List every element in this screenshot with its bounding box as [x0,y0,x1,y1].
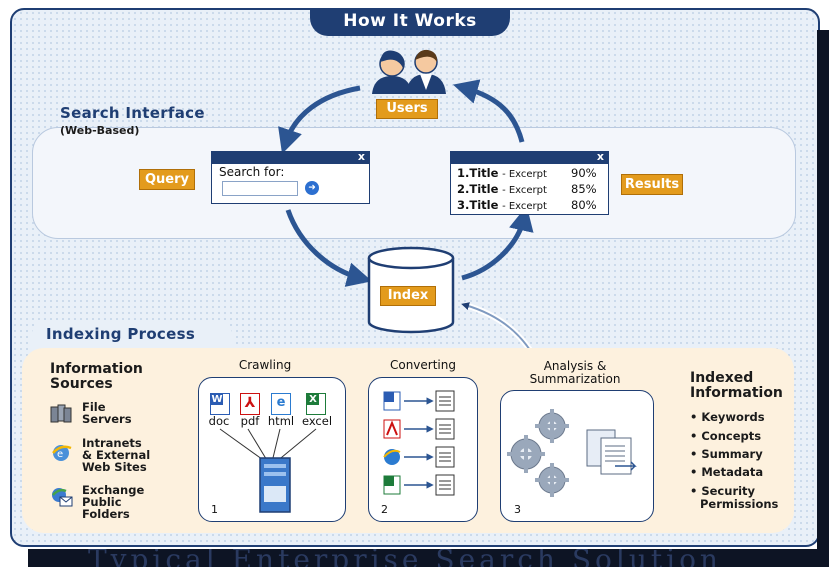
indexing-title: Indexing Process [46,325,196,343]
file-type-excel: excel [301,414,333,428]
step-analysis-number: 3 [514,503,521,516]
frame-shadow [817,30,829,550]
results-list: 1.Title - Excerpt 90% 2.Title - Excerpt … [457,166,597,214]
pdf-file-icon: ⅄ [240,393,260,415]
footer-bar: Typical Enterprise Search Solution [28,549,829,567]
arrow-query-to-index [285,209,373,287]
step-converting-label: Converting [389,358,456,372]
exchange-icon [52,488,73,507]
step-analysis-label: Analysis &Summarization [529,359,621,386]
result-row[interactable]: 2.Title - Excerpt 85% [457,182,597,196]
file-type-pdf: pdf [240,414,260,428]
indexing-title-tab [32,322,232,350]
results-window-close-icon[interactable]: x [596,150,604,163]
result-row[interactable]: 1.Title - Excerpt 90% [457,166,597,180]
summary-document-icon [586,429,637,475]
users-icon [372,49,446,94]
output-permissions: Permissions [700,497,779,511]
arrow-users-to-query [278,85,361,154]
file-server-icon [50,404,72,423]
excel-file-icon: X [306,393,326,415]
crawler-server-icon [259,457,291,513]
file-type-html: html [267,414,295,428]
results-label: Results [621,174,683,195]
results-window: x 1.Title - Excerpt 90% 2.Title - Excerp… [450,150,609,215]
search-interface-subtitle: (Web-Based) [60,124,140,137]
conversion-rows [383,390,455,496]
step-crawling-label: Crawling [238,358,292,372]
arrow-results-to-users [452,79,525,143]
arrow-index-to-results [461,205,534,281]
step-converting-number: 2 [381,503,388,516]
word-file-icon: W [210,393,230,415]
search-interface-title: Search Interface [60,104,205,122]
search-input[interactable] [222,181,298,196]
output-summary: • Summary [690,447,763,461]
output-keywords: • Keywords [690,410,765,424]
file-type-doc: doc [208,414,230,428]
query-label: Query [139,169,195,190]
step-crawling-number: 1 [211,503,218,516]
search-for-label: Search for: [219,165,285,179]
users-label: Users [376,99,438,119]
footer-text: Typical Enterprise Search Solution [88,549,722,567]
diagram-title: How It Works [310,8,510,36]
search-window: x Search for: ➜ [211,150,370,204]
output-metadata: • Metadata [690,465,764,479]
crawl-lines [219,428,317,463]
html-file-icon: e [271,393,291,415]
output-security: • Security [690,484,756,498]
intranet-icon: e [52,445,72,461]
gears-icon [507,409,569,497]
search-go-icon[interactable]: ➜ [305,181,319,195]
index-label: Index [380,286,436,306]
svg-text:e: e [57,449,63,460]
result-row[interactable]: 3.Title - Excerpt 80% [457,198,597,212]
output-concepts: • Concepts [690,429,762,443]
search-window-close-icon[interactable]: x [357,150,365,163]
